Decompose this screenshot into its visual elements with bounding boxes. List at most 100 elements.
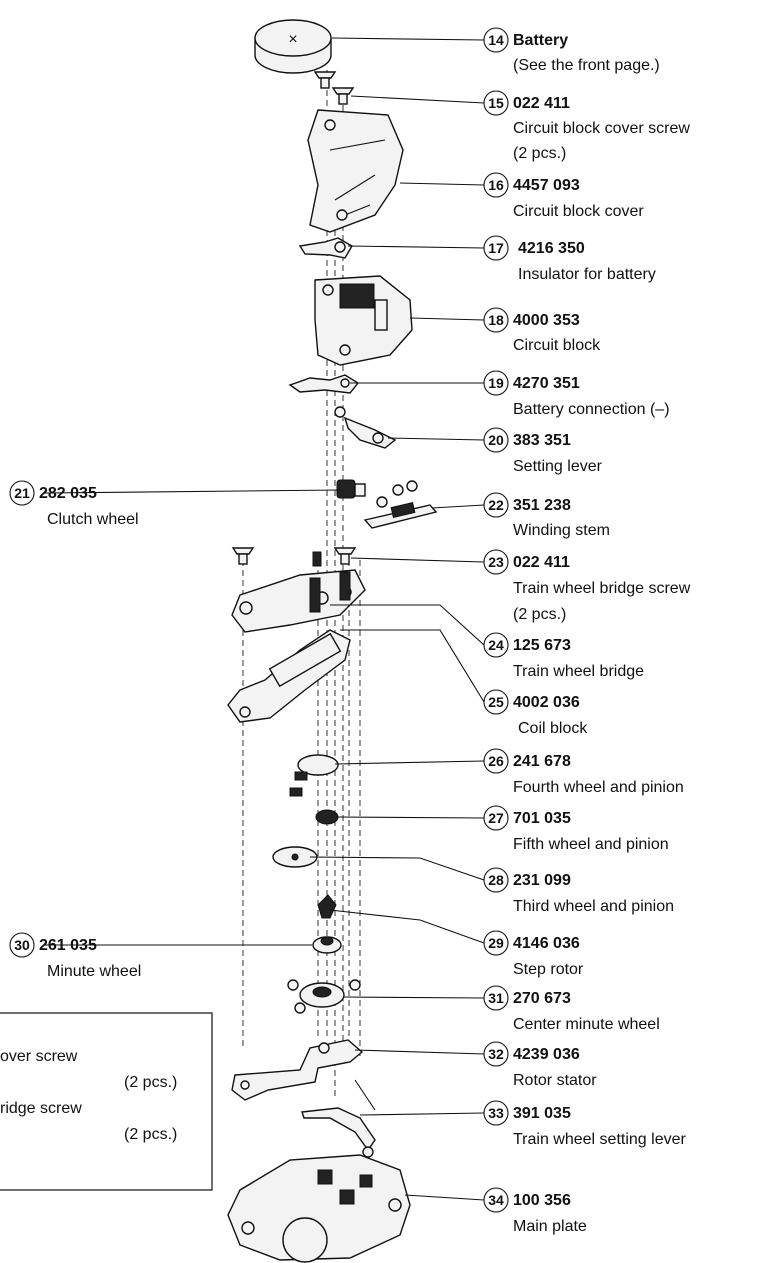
part-description: Minute wheel bbox=[47, 963, 141, 980]
part-label-31: 31 270 673 Center minute wheel bbox=[483, 985, 660, 1033]
part-label-28: 28 231 099 Third wheel and pinion bbox=[483, 867, 674, 915]
part-code: Battery bbox=[513, 32, 568, 49]
part-description: Coil block bbox=[518, 720, 588, 737]
fourth-wheel-illustration bbox=[289, 754, 339, 797]
part-description: Fifth wheel and pinion bbox=[513, 836, 669, 853]
part-label-29: 29 4146 036 Step rotor bbox=[483, 930, 584, 978]
train-wheel-bridge-illustration bbox=[231, 569, 366, 633]
part-label-19: 19 4270 351 Battery connection (–) bbox=[483, 370, 670, 418]
part-quantity: (2 pcs.) bbox=[513, 606, 566, 623]
part-label-21: 21 282 035 Clutch wheel bbox=[9, 480, 139, 528]
callout-number: 26 bbox=[488, 753, 504, 769]
part-description: Train wheel bridge screw bbox=[513, 580, 691, 597]
center-minute-wheel-illustration bbox=[287, 979, 361, 1014]
note-line-1: over screw bbox=[0, 1048, 78, 1065]
part-code: 231 099 bbox=[513, 872, 571, 889]
part-label-18: 18 4000 353 Circuit block bbox=[483, 307, 601, 354]
callout-number: 15 bbox=[488, 95, 504, 111]
insulator-illustration bbox=[298, 237, 353, 259]
callout-number: 19 bbox=[488, 375, 504, 391]
part-label-34: 34 100 356 Main plate bbox=[483, 1187, 587, 1235]
part-code: 100 356 bbox=[513, 1192, 571, 1209]
part-description: (See the front page.) bbox=[513, 57, 660, 74]
part-description: Circuit block bbox=[513, 337, 601, 354]
part-code: 4000 353 bbox=[513, 312, 580, 329]
part-description: Circuit block cover screw bbox=[513, 120, 690, 137]
part-label-27: 27 701 035 Fifth wheel and pinion bbox=[483, 805, 669, 853]
callout-number: 16 bbox=[488, 177, 504, 193]
part-code: 4239 036 bbox=[513, 1046, 580, 1063]
callout-number: 29 bbox=[488, 935, 504, 951]
part-code: 391 035 bbox=[513, 1105, 571, 1122]
part-code: 351 238 bbox=[513, 497, 571, 514]
callout-number: 17 bbox=[488, 240, 504, 256]
setting-lever-illustration bbox=[334, 406, 397, 449]
part-code: 4146 036 bbox=[513, 935, 580, 952]
part-code: 125 673 bbox=[513, 637, 571, 654]
part-description: Rotor stator bbox=[513, 1072, 597, 1089]
main-plate-illustration bbox=[227, 1154, 411, 1263]
callout-number: 21 bbox=[14, 485, 30, 501]
part-description: Circuit block cover bbox=[513, 203, 644, 220]
part-code: 022 411 bbox=[513, 95, 570, 112]
callout-number: 25 bbox=[488, 694, 504, 710]
note-line-3: ridge screw bbox=[0, 1100, 82, 1117]
callout-number: 14 bbox=[488, 32, 504, 48]
winding-stem-illustration bbox=[363, 480, 438, 529]
part-label-26: 26 241 678 Fourth wheel and pinion bbox=[483, 748, 684, 796]
part-code: 261 035 bbox=[39, 937, 97, 954]
minute-wheel-illustration bbox=[312, 936, 342, 954]
rotor-stator-illustration bbox=[231, 1039, 364, 1101]
callout-number: 31 bbox=[488, 990, 504, 1006]
callout-number: 33 bbox=[488, 1105, 504, 1121]
part-code: 022 411 bbox=[513, 554, 570, 571]
fifth-wheel-illustration bbox=[315, 809, 339, 825]
part-label-14: 14 Battery (See the front page.) bbox=[483, 27, 660, 74]
screw-note-box: over screw (2 pcs.) ridge screw (2 pcs.) bbox=[0, 1012, 213, 1191]
part-code: 701 035 bbox=[513, 810, 571, 827]
part-description: Third wheel and pinion bbox=[513, 898, 674, 915]
part-label-22: 22 351 238 Winding stem bbox=[483, 492, 610, 539]
circuit-block-cover-illustration bbox=[307, 109, 404, 233]
step-rotor-illustration bbox=[317, 894, 337, 919]
part-description: Insulator for battery bbox=[518, 266, 656, 283]
coil-block-illustration bbox=[227, 629, 351, 723]
part-description: Center minute wheel bbox=[513, 1016, 660, 1033]
part-code: 241 678 bbox=[513, 753, 571, 770]
part-label-17: 17 4216 350 Insulator for battery bbox=[483, 235, 656, 283]
part-label-25: 25 4002 036 Coil block bbox=[483, 689, 588, 737]
part-description: Train wheel bridge bbox=[513, 663, 644, 680]
note-line-4: (2 pcs.) bbox=[124, 1126, 177, 1143]
part-description: Setting lever bbox=[513, 458, 603, 475]
part-label-33: 33 391 035 Train wheel setting lever bbox=[483, 1100, 686, 1148]
part-label-30: 30 261 035 Minute wheel bbox=[9, 932, 141, 980]
callout-number: 30 bbox=[14, 937, 30, 953]
part-label-15: 15 022 411 Circuit block cover screw (2 … bbox=[483, 90, 690, 162]
part-code: 282 035 bbox=[39, 485, 97, 502]
part-label-16: 16 4457 093 Circuit block cover bbox=[483, 172, 644, 220]
part-code: 383 351 bbox=[513, 432, 571, 449]
note-line-2: (2 pcs.) bbox=[124, 1074, 177, 1091]
part-code: 270 673 bbox=[513, 990, 571, 1007]
train-wheel-setting-lever-illustration bbox=[301, 1079, 376, 1158]
part-description: Train wheel setting lever bbox=[513, 1131, 686, 1148]
callout-number: 28 bbox=[488, 872, 504, 888]
callout-number: 20 bbox=[488, 432, 504, 448]
callout-number: 23 bbox=[488, 554, 504, 570]
battery-connection-illustration bbox=[288, 374, 360, 394]
battery-mark: × bbox=[288, 31, 297, 48]
train-bridge-screws-illustration bbox=[231, 547, 357, 567]
clutch-wheel-illustration bbox=[336, 479, 366, 499]
part-label-24: 24 125 673 Train wheel bridge bbox=[483, 632, 644, 680]
part-code: 4216 350 bbox=[518, 240, 585, 257]
callout-number: 22 bbox=[488, 497, 504, 513]
circuit-block-illustration bbox=[314, 275, 413, 366]
part-description: Main plate bbox=[513, 1218, 587, 1235]
callout-number: 27 bbox=[488, 810, 504, 826]
part-description: Winding stem bbox=[513, 522, 610, 539]
callout-number: 32 bbox=[488, 1046, 504, 1062]
part-label-32: 32 4239 036 Rotor stator bbox=[483, 1041, 597, 1089]
part-quantity: (2 pcs.) bbox=[513, 145, 566, 162]
part-description: Battery connection (–) bbox=[513, 401, 670, 418]
